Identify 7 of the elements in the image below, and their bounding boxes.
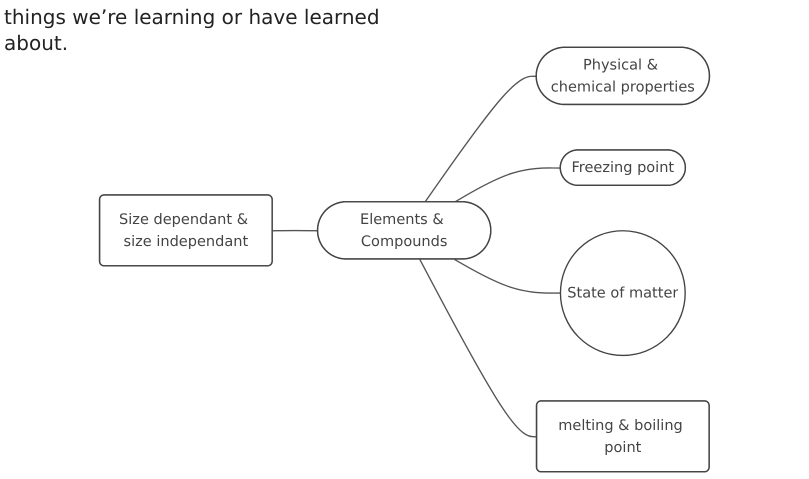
connector xyxy=(454,258,560,294)
node-circle: State of matter xyxy=(560,230,686,356)
connector xyxy=(454,167,561,203)
connector xyxy=(419,259,537,438)
connector xyxy=(272,230,318,232)
connector xyxy=(424,76,537,203)
note-text: things we’re learning or have learned about. xyxy=(4,4,381,56)
